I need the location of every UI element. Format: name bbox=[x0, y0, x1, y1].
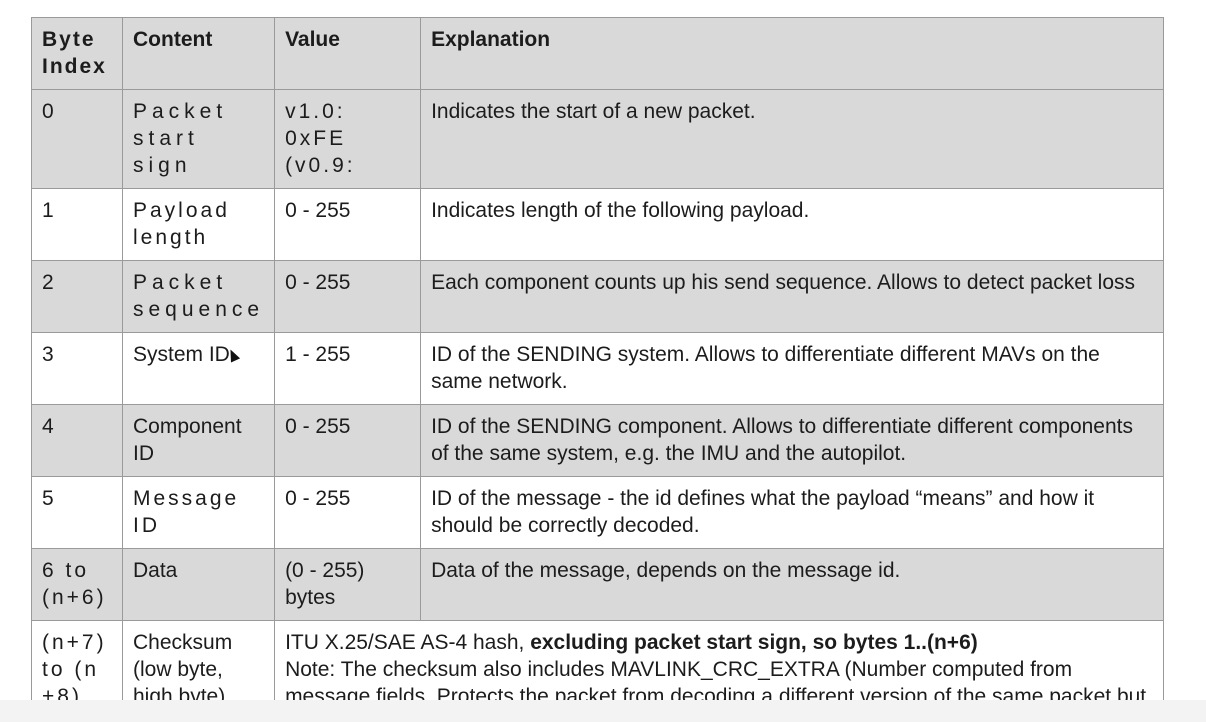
content-cell: Packet sequence bbox=[121, 260, 276, 333]
header-explanation: Explanation bbox=[420, 17, 1165, 90]
byte-index-cell: 2 bbox=[31, 260, 123, 333]
table-row: 5 Message ID 0 - 255 ID of the message -… bbox=[31, 476, 1165, 549]
content-cell: System ID bbox=[121, 332, 276, 405]
content-cell: Payload length bbox=[121, 188, 276, 261]
explanation-cell: ID of the SENDING system. Allows to diff… bbox=[420, 332, 1165, 405]
byte-index-cell: 3 bbox=[31, 332, 123, 405]
content-cell: Packet start sign bbox=[121, 89, 276, 189]
explanation-cell: ID of the SENDING component. Allows to d… bbox=[420, 404, 1165, 477]
table-row: 0 Packet start sign v1.0: 0xFE (v0.9: In… bbox=[31, 89, 1165, 189]
content-cell: Data bbox=[121, 548, 276, 621]
content-cell: Component ID bbox=[121, 404, 276, 477]
byte-index-cell: 0 bbox=[31, 89, 123, 189]
byte-index-cell: (n+7) to (n +8) bbox=[31, 620, 123, 722]
byte-index-cell: 4 bbox=[31, 404, 123, 477]
table-header-row: Byte Index Content Value Explanation bbox=[31, 17, 1165, 90]
header-content: Content bbox=[121, 17, 276, 90]
value-cell: 0 - 255 bbox=[274, 476, 422, 549]
explanation-cell: Each component counts up his send sequen… bbox=[420, 260, 1165, 333]
table-row: 6 to (n+6) Data (0 - 255) bytes Data of … bbox=[31, 548, 1165, 621]
checksum-bold-text: excluding packet start sign, so bytes 1.… bbox=[530, 631, 978, 654]
content-label: System ID bbox=[133, 343, 230, 366]
explanation-cell: Indicates the start of a new packet. bbox=[420, 89, 1165, 189]
value-cell: (0 - 255) bytes bbox=[274, 548, 422, 621]
content-cell: Message ID bbox=[121, 476, 276, 549]
value-cell: 0 - 255 bbox=[274, 188, 422, 261]
byte-index-cell: 1 bbox=[31, 188, 123, 261]
header-value: Value bbox=[274, 17, 422, 90]
explanation-cell: Indicates length of the following payloa… bbox=[420, 188, 1165, 261]
value-cell: 1 - 255 bbox=[274, 332, 422, 405]
value-cell: 0 - 255 bbox=[274, 404, 422, 477]
bottom-band bbox=[0, 700, 1206, 722]
value-cell: 0 - 255 bbox=[274, 260, 422, 333]
byte-index-cell: 6 to (n+6) bbox=[31, 548, 123, 621]
byte-index-cell: 5 bbox=[31, 476, 123, 549]
table-row: 4 Component ID 0 - 255 ID of the SENDING… bbox=[31, 404, 1165, 477]
value-cell: v1.0: 0xFE (v0.9: bbox=[274, 89, 422, 189]
mavlink-packet-table: Byte Index Content Value Explanation 0 P… bbox=[31, 17, 1165, 722]
explanation-cell: ID of the message - the id defines what … bbox=[420, 476, 1165, 549]
checksum-hash-text: ITU X.25/SAE AS-4 hash, bbox=[285, 631, 531, 654]
table-row: 2 Packet sequence 0 - 255 Each component… bbox=[31, 260, 1165, 333]
explanation-cell: Data of the message, depends on the mess… bbox=[420, 548, 1165, 621]
table-row: 3 System ID 1 - 255 ID of the SENDING sy… bbox=[31, 332, 1165, 405]
table-row: 1 Payload length 0 - 255 Indicates lengt… bbox=[31, 188, 1165, 261]
header-byte-index: Byte Index bbox=[31, 17, 123, 90]
